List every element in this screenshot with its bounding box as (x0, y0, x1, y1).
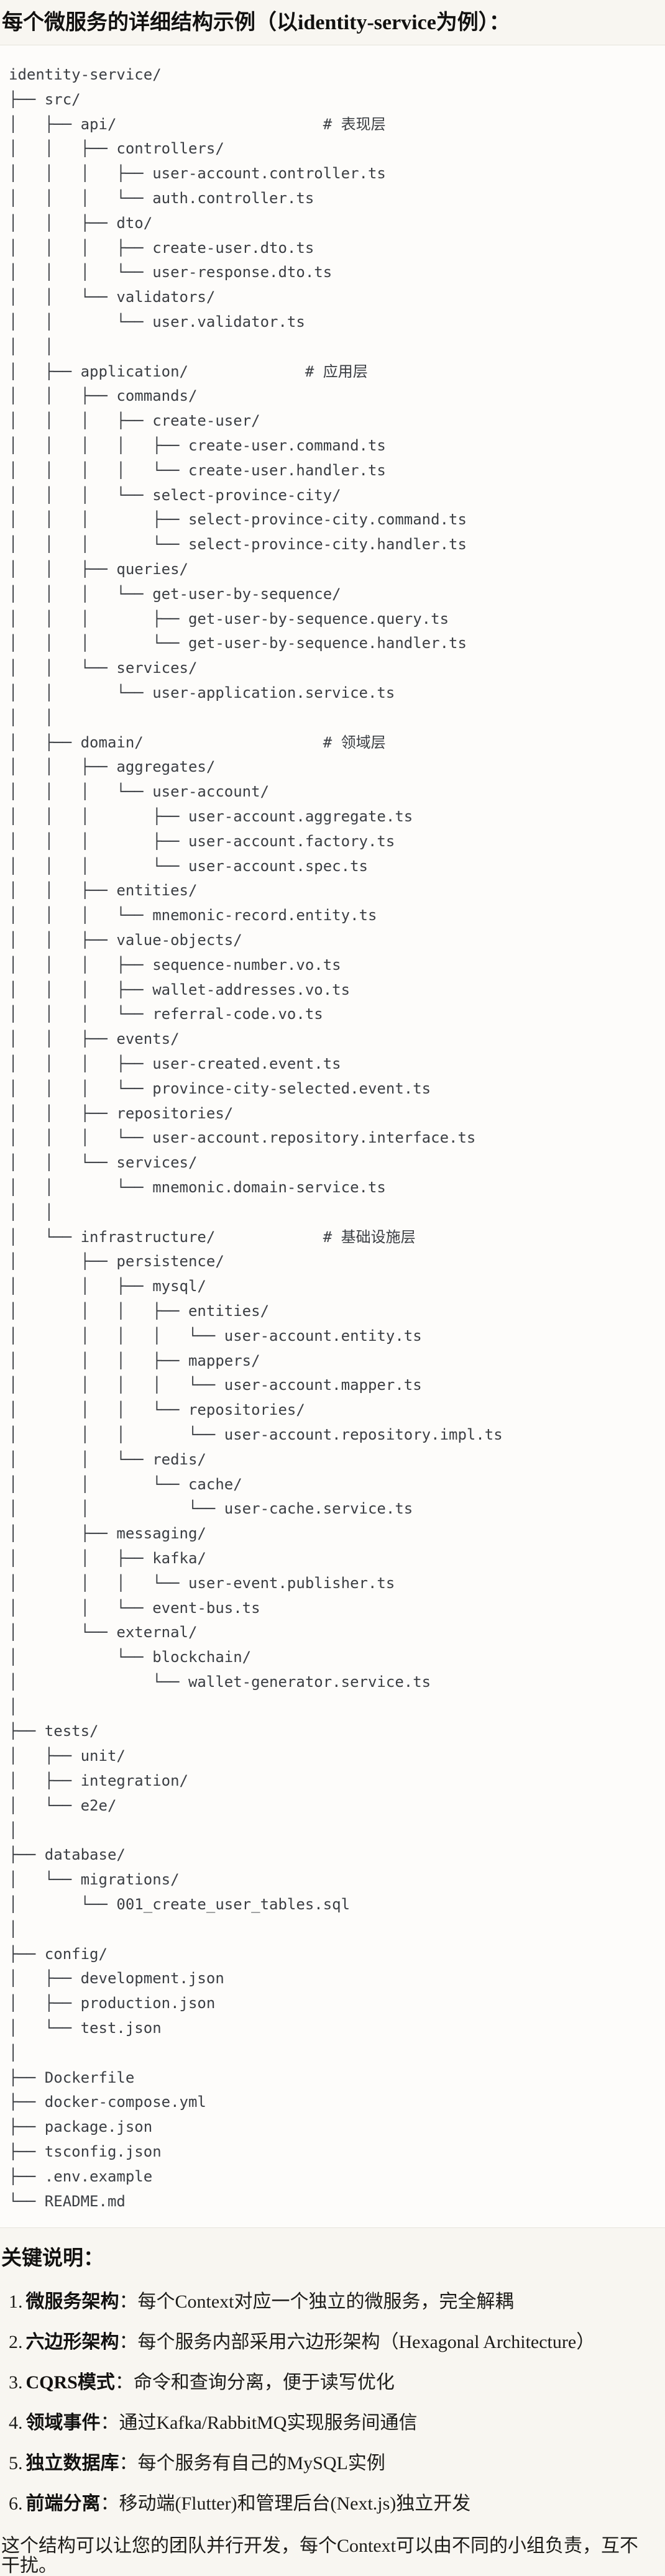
note-label: CQRS模式 (25, 2372, 115, 2393)
page-title: 每个微服务的详细结构示例（以identity-service为例）： (2, 11, 510, 34)
note-item: 3.CQRS模式：命令和查询分离，便于读写优化 (1, 2373, 655, 2393)
note-item: 4.领域事件：通过Kafka/RabbitMQ实现服务间通信 (1, 2413, 655, 2433)
code-block: identity-service/ ├── src/ │ ├── api/ # … (0, 45, 665, 2229)
note-label: 独立数据库 (25, 2453, 119, 2474)
notes-heading: 关键说明： (1, 2247, 104, 2270)
note-label: 前端分离 (25, 2493, 101, 2514)
note-label: 六边形架构 (25, 2332, 119, 2353)
note-text: ：命令和查询分离，便于读写优化 (114, 2372, 395, 2393)
note-number: 6. (9, 2493, 23, 2514)
note-item: 5.独立数据库：每个服务有自己的MySQL实例 (1, 2454, 655, 2473)
note-item: 1.微服务架构：每个Context对应一个独立的微服务，完全解耦 (1, 2292, 655, 2312)
note-number: 2. (9, 2332, 23, 2353)
note-number: 5. (9, 2453, 23, 2474)
note-text: ：每个Context对应一个独立的微服务，完全解耦 (119, 2291, 514, 2313)
note-text: ：每个服务有自己的MySQL实例 (119, 2453, 385, 2474)
note-text: ：通过Kafka/RabbitMQ实现服务间通信 (100, 2413, 418, 2434)
note-number: 4. (9, 2413, 23, 2434)
notes-section: 关键说明： 1.微服务架构：每个Context对应一个独立的微服务，完全解耦 2… (0, 2247, 665, 2576)
note-number: 1. (9, 2291, 23, 2313)
directory-tree: identity-service/ ├── src/ │ ├── api/ # … (9, 66, 503, 2210)
note-number: 3. (9, 2372, 23, 2393)
note-text: ：每个服务内部采用六边形架构（Hexagonal Architecture） (119, 2332, 595, 2353)
note-label: 微服务架构 (25, 2291, 119, 2313)
note-text: ：移动端(Flutter)和管理后台(Next.js)独立开发 (100, 2493, 471, 2514)
note-item: 6.前端分离：移动端(Flutter)和管理后台(Next.js)独立开发 (1, 2494, 655, 2514)
note-label: 领域事件 (25, 2413, 101, 2434)
note-item: 2.六边形架构：每个服务内部采用六边形架构（Hexagonal Architec… (1, 2332, 655, 2352)
closing-note: 这个结构可以让您的团队并行开发，每个Context可以由不同的小组负责，互不干扰… (1, 2536, 638, 2576)
